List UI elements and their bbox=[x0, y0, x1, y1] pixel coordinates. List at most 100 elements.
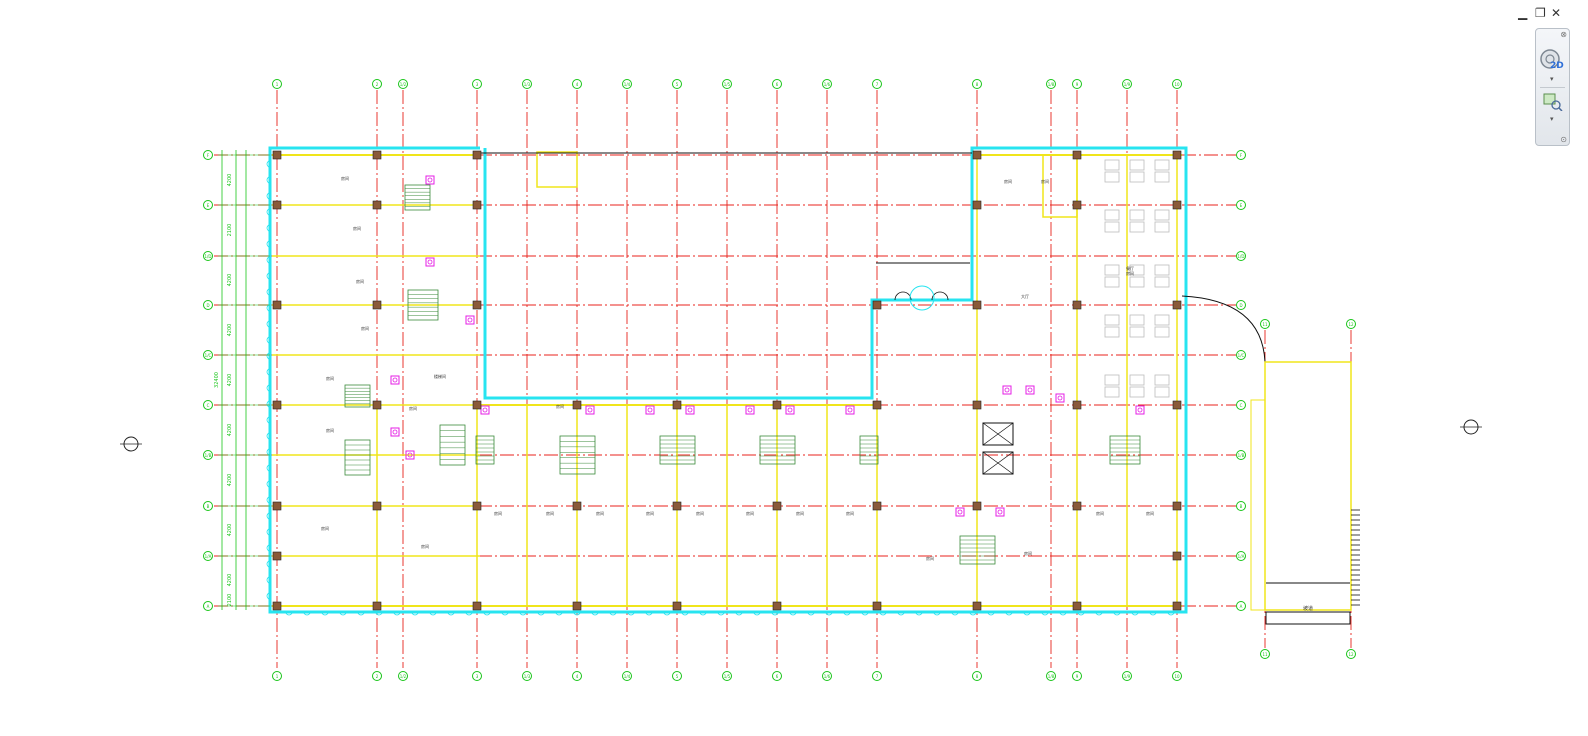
window-swing bbox=[878, 611, 888, 616]
window-swing bbox=[266, 399, 271, 409]
toilet-fixture bbox=[955, 507, 965, 517]
grid-bubble-label: 9 bbox=[1076, 82, 1079, 87]
navigation-bar[interactable]: ⊗ 2D ▾ ▾ ⊙ bbox=[1535, 28, 1570, 146]
dining-table bbox=[1129, 209, 1145, 221]
window-swing bbox=[284, 611, 294, 616]
column bbox=[672, 601, 682, 611]
grid-bubble-label: 4 bbox=[576, 82, 579, 87]
zoom-extents-icon[interactable] bbox=[1543, 93, 1563, 111]
dining-table bbox=[1129, 221, 1145, 233]
grid-bubble bbox=[272, 671, 282, 681]
grid-bubble bbox=[1236, 200, 1246, 210]
interior-elements bbox=[266, 159, 1176, 616]
elevator bbox=[982, 451, 1014, 475]
column bbox=[772, 400, 782, 410]
grid-bubble bbox=[1260, 649, 1270, 659]
navbar-close-icon[interactable]: ⊗ bbox=[1560, 30, 1567, 39]
dining-table bbox=[1154, 264, 1170, 276]
window-swing bbox=[644, 611, 654, 616]
window-swing bbox=[914, 611, 924, 616]
close-icon[interactable]: ✕ bbox=[1551, 6, 1562, 20]
window-swing bbox=[1022, 611, 1032, 616]
grid-bubble bbox=[1236, 350, 1246, 360]
grid-bubble bbox=[1236, 300, 1246, 310]
grid-bubble-label: 10 bbox=[1174, 674, 1180, 679]
grid-bubble bbox=[1172, 671, 1182, 681]
grid-bubble bbox=[1122, 79, 1132, 89]
dining-table bbox=[1154, 171, 1170, 183]
annex-strip bbox=[1250, 399, 1266, 611]
toilet-fixture bbox=[390, 375, 400, 385]
dimension-label: 4200 bbox=[227, 174, 233, 187]
grid-bubble bbox=[203, 200, 213, 210]
toilet-fixture bbox=[390, 427, 400, 437]
room-label: 大厅 bbox=[1021, 293, 1029, 299]
grid-bubble bbox=[722, 79, 732, 89]
column bbox=[272, 400, 282, 410]
grid-bubble-label: 1/8 bbox=[1048, 82, 1055, 87]
column bbox=[1172, 200, 1182, 210]
window-swing bbox=[374, 611, 384, 616]
column bbox=[1072, 501, 1082, 511]
room-label: 房间 bbox=[846, 510, 854, 516]
grid-bubble bbox=[572, 671, 582, 681]
grid-bubbles: 11221/21/2331/31/3441/41/4551/51/5661/61… bbox=[203, 79, 1356, 681]
restore-icon[interactable]: ❐ bbox=[1535, 6, 1546, 20]
column bbox=[572, 400, 582, 410]
dining-table bbox=[1129, 264, 1145, 276]
grid-bubble bbox=[372, 671, 382, 681]
navbar-options-icon[interactable]: ⊙ bbox=[1560, 135, 1567, 144]
window-swing bbox=[266, 207, 271, 217]
grid-bubble-label: D bbox=[206, 303, 209, 308]
window-swing bbox=[1076, 611, 1086, 616]
grid-bubble bbox=[1236, 150, 1246, 160]
beam-lines bbox=[272, 151, 1182, 607]
grid-bubble bbox=[1346, 319, 1356, 329]
grid-bubble-label: 1/D bbox=[1238, 254, 1245, 259]
minimize-icon[interactable]: ▁ bbox=[1518, 6, 1528, 20]
grid-bubble-label: 1/A bbox=[205, 554, 212, 559]
dining-table bbox=[1104, 171, 1120, 183]
chevron-down-icon[interactable]: ▾ bbox=[1550, 75, 1554, 83]
stair bbox=[344, 384, 371, 408]
grid-bubble-label: 1/2 bbox=[400, 674, 407, 679]
annex-ramp: 坡道 bbox=[1250, 361, 1360, 625]
window-swing bbox=[446, 611, 456, 616]
column bbox=[372, 501, 382, 511]
column bbox=[472, 501, 482, 511]
window-swing bbox=[266, 447, 271, 457]
window-swing bbox=[266, 319, 271, 329]
grid-bubble bbox=[672, 671, 682, 681]
dimension-label: 4200 bbox=[227, 474, 233, 487]
dimension-label: 4200 bbox=[227, 324, 233, 337]
annex-label: 坡道 bbox=[1303, 605, 1313, 612]
dining-table bbox=[1104, 326, 1120, 338]
grid-bubble bbox=[1236, 400, 1246, 410]
window-swing bbox=[608, 611, 618, 616]
grid-bubble bbox=[1236, 501, 1246, 511]
column bbox=[872, 501, 882, 511]
column bbox=[1172, 400, 1182, 410]
grid-bubble-label: 1/8 bbox=[1048, 674, 1055, 679]
exterior-walls bbox=[268, 146, 1266, 614]
toilet-fixture bbox=[845, 405, 855, 415]
dining-table bbox=[1104, 276, 1120, 288]
chevron-down-icon[interactable]: ▾ bbox=[1550, 115, 1554, 123]
grid-bubble bbox=[472, 79, 482, 89]
window-swing bbox=[266, 223, 271, 233]
grid-bubble bbox=[772, 671, 782, 681]
window-swing bbox=[266, 383, 271, 393]
window-swing bbox=[968, 611, 978, 616]
column bbox=[272, 150, 282, 160]
grid-bubble bbox=[1260, 319, 1270, 329]
steering-wheel-icon[interactable] bbox=[1539, 47, 1565, 73]
grid-bubble-label: 7 bbox=[876, 82, 879, 87]
column bbox=[1072, 601, 1082, 611]
dimension-label: 32400 bbox=[214, 372, 220, 388]
grid-bubble-label: F bbox=[1240, 153, 1243, 158]
window-swing bbox=[266, 527, 271, 537]
room-label: 房间 bbox=[1126, 270, 1134, 276]
grid-bubble-label: 8 bbox=[976, 674, 979, 679]
grid-bubble bbox=[972, 671, 982, 681]
